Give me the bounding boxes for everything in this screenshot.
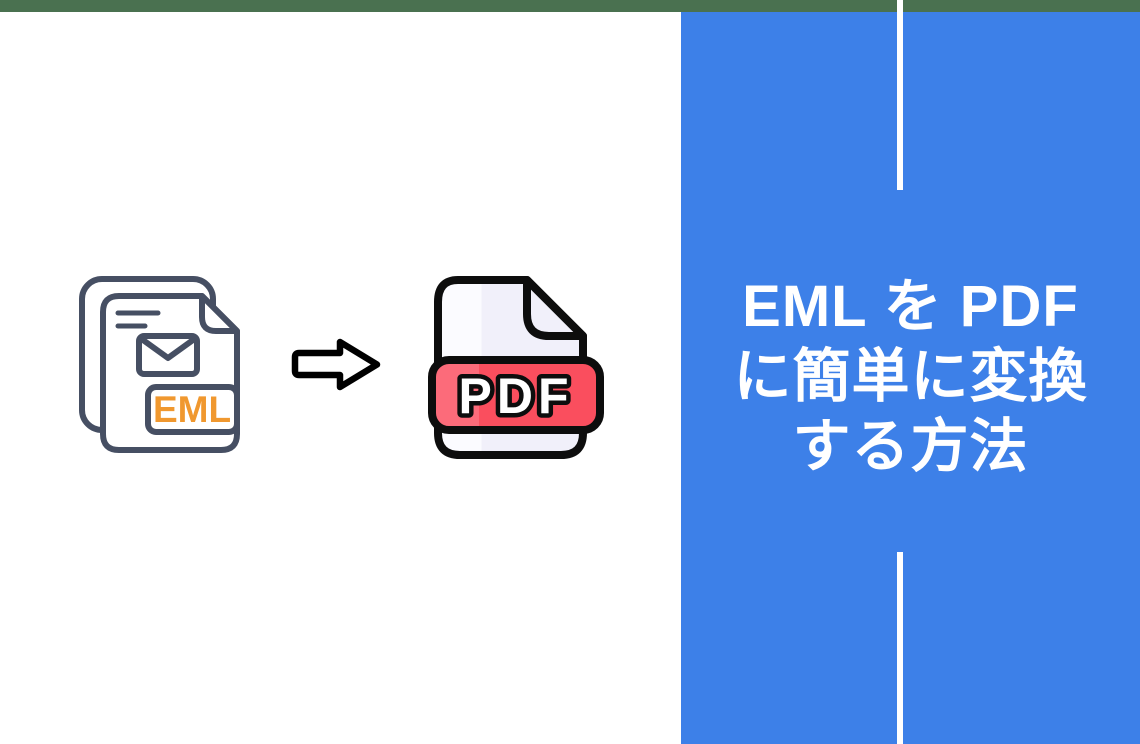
arrow-right-shape	[291, 338, 381, 391]
title-line-2: に簡単に変換	[733, 344, 1088, 409]
pdf-banner-label: PDF	[459, 368, 574, 424]
pdf-file-icon: PDF	[428, 276, 604, 459]
envelope-icon	[136, 333, 200, 377]
eml-folded-corner	[199, 293, 240, 334]
top-accent-bar	[0, 0, 1140, 12]
eml-badge	[145, 384, 240, 435]
eml-file-icon: EML	[79, 276, 240, 453]
page-title: EML を PDF に簡単に変換 する方法	[733, 262, 1087, 482]
eml-badge-label: EML	[153, 389, 231, 430]
title-line-3: する方法	[792, 414, 1029, 479]
pdf-folded-corner	[523, 276, 587, 340]
arrow-right-icon	[291, 338, 381, 391]
title-line-1: EML を PDF	[742, 274, 1079, 339]
divider-line-top	[897, 0, 903, 190]
title-panel: EML を PDF に簡単に変換 する方法	[681, 0, 1140, 744]
divider-line-bottom	[897, 552, 903, 744]
pdf-banner	[428, 356, 604, 434]
